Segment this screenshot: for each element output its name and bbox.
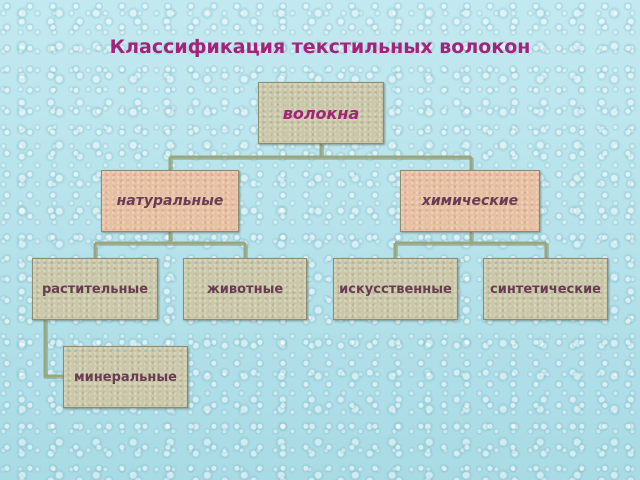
node-plant: растительные: [32, 258, 158, 320]
node-mineral-label: минеральные: [74, 369, 177, 385]
node-fibers: волокна: [258, 82, 384, 144]
connector-plant-to-mineral: [43, 320, 63, 378]
node-artificial-label: искусственные: [339, 281, 452, 297]
node-synthetic-label: синтетические: [490, 281, 601, 297]
node-animal-label: животные: [206, 281, 284, 297]
node-animal: животные: [183, 258, 307, 320]
node-mineral: минеральные: [63, 346, 188, 408]
node-synthetic: синтетические: [483, 258, 608, 320]
connector-natural-to-children: [93, 232, 247, 258]
node-natural-label: натуральные: [116, 193, 224, 209]
node-natural: натуральные: [101, 170, 239, 232]
node-chemical-label: химические: [421, 193, 519, 209]
diagram-title: Классификация текстильных волокон: [109, 36, 531, 58]
connector-chemical-to-children: [393, 232, 548, 258]
node-artificial: искусственные: [333, 258, 458, 320]
node-chemical: химические: [400, 170, 540, 232]
connector-root-to-level1: [168, 144, 473, 170]
node-fibers-label: волокна: [282, 103, 360, 123]
node-plant-label: растительные: [41, 281, 149, 297]
